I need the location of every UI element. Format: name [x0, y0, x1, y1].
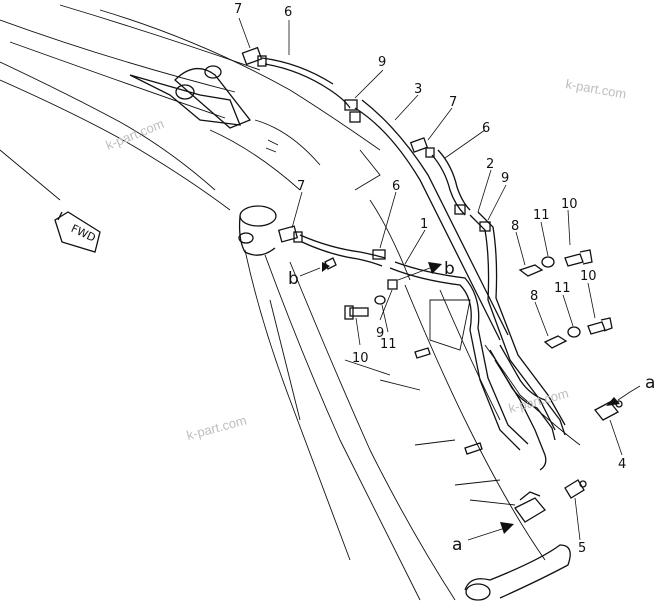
- bolt-10-upper: [564, 249, 593, 267]
- bolt-10-lower: [587, 317, 613, 335]
- callout-8: 8: [511, 219, 519, 234]
- callout-11: 11: [533, 208, 550, 223]
- clamp-9-lower: [372, 249, 398, 290]
- view-marker-a-bottom: a: [452, 535, 462, 555]
- direction-label: FWD: [69, 222, 98, 245]
- clamp-9-upper: [344, 99, 361, 123]
- callout-1: 1: [420, 217, 428, 232]
- clamp-9-middle: [454, 204, 491, 232]
- callout-9: 9: [376, 326, 384, 341]
- callout-6: 6: [284, 5, 292, 20]
- elbow-fitting-7-upper: [241, 46, 267, 67]
- elbow-fitting-7-lower: [277, 225, 303, 243]
- fwd-arrow-icon: FWD: [54, 211, 101, 253]
- watermarks: k-part.com k-part.com k-part.com k-part.…: [104, 76, 628, 443]
- callout-11: 11: [380, 337, 397, 352]
- arm-end-lug: [464, 544, 571, 601]
- callout-9: 9: [378, 55, 386, 70]
- callout-6: 6: [482, 121, 490, 136]
- view-arrow-b-left: [299, 262, 330, 277]
- clamp-bracket-8-lower: [543, 335, 568, 349]
- callout-11: 11: [554, 281, 571, 296]
- hose-upper-6: [261, 57, 351, 109]
- callout-7: 7: [297, 179, 305, 194]
- washer-11-upper: [541, 256, 555, 268]
- callout-6: 6: [392, 179, 400, 194]
- view-marker-b-right: b: [444, 259, 455, 279]
- view-arrow-b-right: [397, 262, 442, 281]
- view-marker-b-left: b: [288, 269, 299, 289]
- watermark: k-part.com: [564, 76, 627, 101]
- view-arrow-a-right: [606, 385, 641, 406]
- grease-fitting-5: [564, 479, 587, 499]
- clamp-bracket-8-upper: [518, 264, 544, 277]
- pipe-1: [389, 261, 529, 451]
- small-pins: [324, 257, 483, 455]
- callout-3: 3: [414, 82, 422, 97]
- view-arrow-a-bottom: [467, 522, 514, 541]
- pipes-lower-run: [489, 344, 566, 471]
- pipe-3: [354, 99, 509, 341]
- upper-mount-plate: [129, 65, 279, 153]
- washer-11-lower: [567, 326, 581, 338]
- elbow-fitting-7-middle: [409, 137, 435, 158]
- callout-10: 10: [580, 269, 597, 284]
- callout-8: 8: [530, 289, 538, 304]
- callout-10: 10: [352, 351, 369, 366]
- callout-7: 7: [234, 2, 242, 17]
- callout-5: 5: [578, 541, 586, 556]
- callout-10: 10: [561, 197, 578, 212]
- callout-7: 7: [449, 95, 457, 110]
- callout-4: 4: [618, 457, 626, 472]
- boom-structure: [0, 4, 581, 601]
- pipe-2: [469, 211, 566, 431]
- bolt-10-left: [344, 305, 369, 320]
- lower-block: [514, 491, 546, 523]
- washer-11-left: [374, 295, 386, 305]
- watermark: k-part.com: [185, 413, 248, 443]
- view-marker-a-right: a: [645, 373, 655, 393]
- callout-2: 2: [486, 157, 494, 172]
- callouts: 7 6 9 3 7 6 2 9 7 6 1 8 11 10 8 11 10 9 …: [234, 2, 655, 556]
- hose-lower-6: [299, 234, 386, 267]
- leader-lines: [238, 17, 623, 541]
- lower-mount-boss: [238, 205, 277, 256]
- callout-9: 9: [501, 171, 509, 186]
